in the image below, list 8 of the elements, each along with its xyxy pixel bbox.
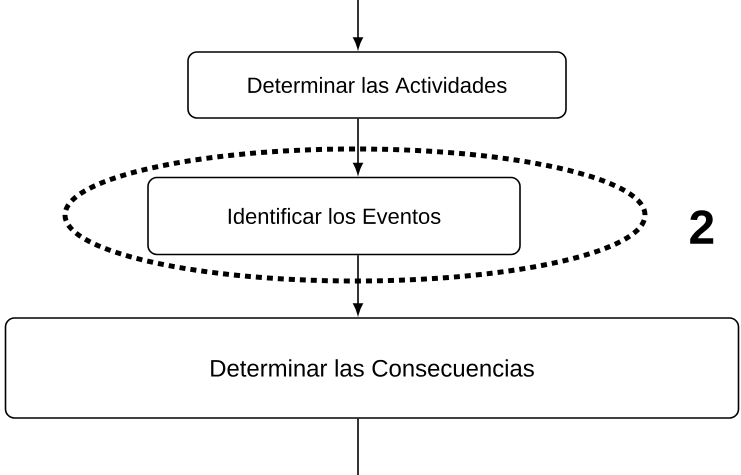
arrow bbox=[353, 118, 363, 174]
dotted-ellipse bbox=[62, 146, 648, 284]
process-box: Identificar los Eventos bbox=[147, 176, 521, 256]
arrow bbox=[353, 0, 363, 49]
arrow bbox=[353, 255, 363, 315]
process-box: Determinar las Actividades bbox=[187, 51, 567, 119]
step-number: 2 bbox=[690, 210, 714, 244]
process-box: Determinar las Consecuencias bbox=[4, 317, 740, 419]
